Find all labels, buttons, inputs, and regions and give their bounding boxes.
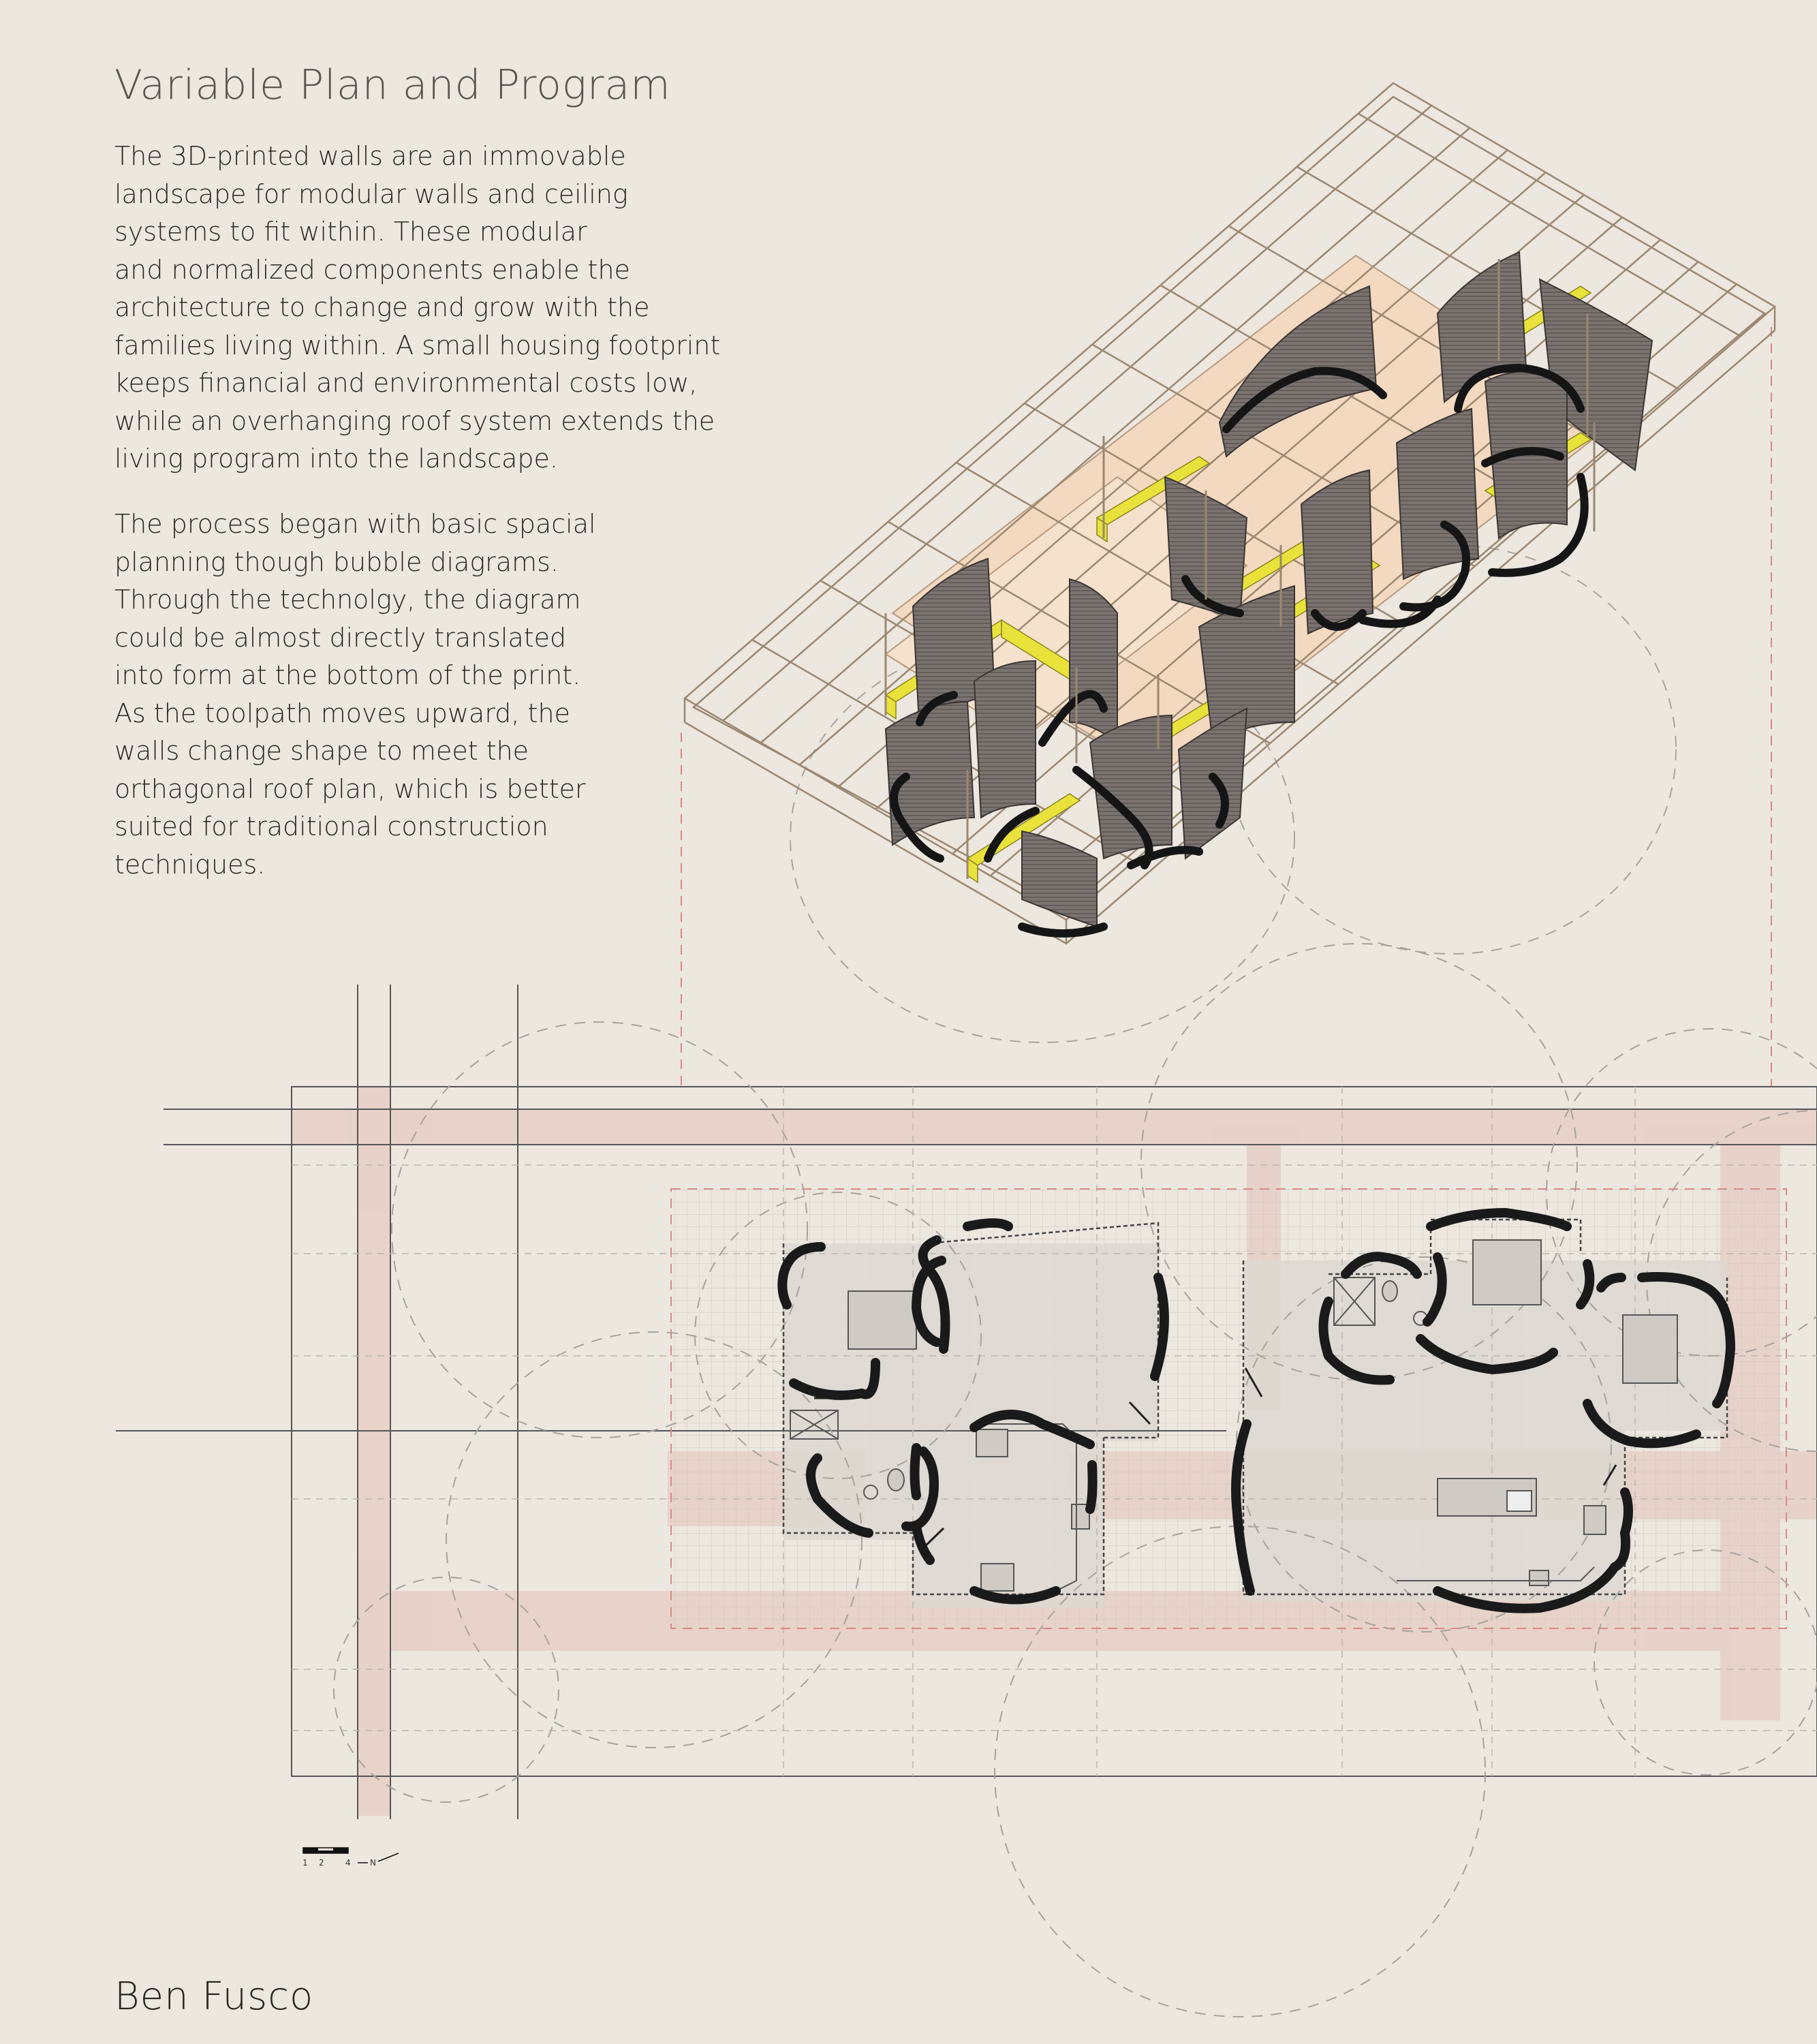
frame-posts (884, 259, 1596, 879)
scale-tick-1: 1 (302, 1858, 308, 1868)
guide-grid (292, 1087, 1817, 1776)
description-paragraph-2: The process began with basic spacial pla… (114, 509, 596, 880)
axonometric-model (681, 82, 1777, 1087)
projection-lines (681, 327, 1772, 1087)
wall-base-outlines (890, 363, 1589, 938)
scale-tick-2: 2 (319, 1858, 324, 1868)
bubble-circles-plan (333, 943, 1817, 2017)
roof-boundary (670, 1188, 1787, 1629)
scale-tick-4: 4 (345, 1858, 351, 1868)
furniture (790, 1239, 1678, 1592)
north-label: N (370, 1858, 376, 1868)
author-name: Ben Fusco (114, 1975, 314, 2019)
scale-bar: 1 2 4 N (302, 1847, 399, 1868)
page-title: Variable Plan and Program (114, 61, 671, 109)
printed-wall-plan (777, 1207, 1736, 1613)
north-arrow-icon (377, 1853, 399, 1862)
description-paragraph-1: The 3D-printed walls are an immovable la… (114, 141, 721, 474)
floor-plan (116, 943, 1817, 2017)
